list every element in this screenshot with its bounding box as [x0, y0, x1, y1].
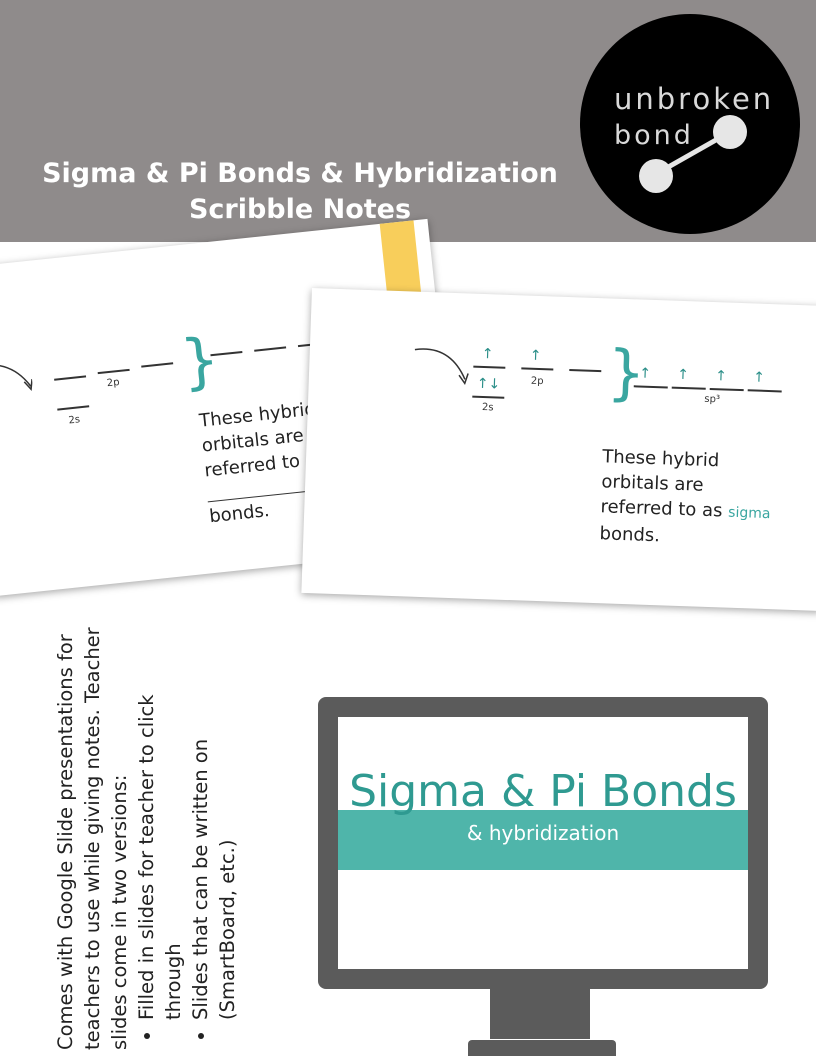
logo-word-2: bond	[614, 120, 694, 151]
electron-pair-icon: ↑↓	[476, 375, 501, 393]
orbital-line	[97, 368, 130, 374]
orbital-line	[473, 365, 506, 369]
header-banner: Sigma & Pi Bonds & Hybridization Scribbl…	[0, 0, 816, 242]
feature-item: Slides that can be written on (SmartBoar…	[187, 620, 241, 1020]
title-line-2: Scribble Notes	[188, 194, 412, 225]
curved-arrow-icon	[414, 348, 469, 386]
monitor-stand	[490, 989, 590, 1039]
screen-subtitle: & hybridization	[466, 821, 620, 845]
monitor-screen: Sigma & Pi Bonds & hybridization	[338, 717, 748, 969]
slide-text-fragment: referred to as	[600, 496, 723, 522]
page-title: Sigma & Pi Bonds & Hybridization Scribbl…	[40, 156, 560, 228]
orbital-line	[747, 389, 782, 392]
orbital-line	[141, 362, 174, 368]
monitor-illustration: Sigma & Pi Bonds & hybridization	[318, 697, 768, 989]
screen-title: Sigma & Pi Bonds	[349, 766, 737, 817]
product-description: Comes with Google Slide presentations fo…	[52, 620, 241, 1050]
feature-item: Filled in slides for teacher to click th…	[133, 620, 187, 1020]
orbital-label-2p: 2p	[106, 376, 121, 390]
description-intro: Comes with Google Slide presentations fo…	[54, 627, 131, 1050]
orbital-label-2p: 2p	[530, 375, 544, 388]
slide-preview-blank: 2p 2s } These hybrid orbitals are referr…	[0, 218, 462, 597]
brace-icon: }	[177, 324, 223, 399]
brand-logo: unbroken bond	[580, 14, 800, 234]
electron-up-icon: ↑	[481, 345, 494, 363]
orbital-line	[709, 387, 744, 391]
orbital-line	[472, 395, 505, 399]
electron-up-icon: ↑	[714, 368, 728, 385]
curved-arrow-icon	[0, 364, 33, 391]
electron-up-icon: ↑	[752, 369, 766, 386]
electron-up-icon: ↑	[638, 365, 652, 382]
feature-list: Filled in slides for teacher to click th…	[133, 620, 241, 1050]
orbital-line	[254, 346, 287, 352]
orbital-line	[671, 386, 706, 390]
orbital-line	[54, 375, 87, 381]
title-line-1: Sigma & Pi Bonds & Hybridization	[42, 158, 558, 189]
slide-preview-filled: ↑ ↑ 2p ↑↓ 2s } ↑ ↑ ↑ ↑ sp³ These hybrid …	[301, 288, 816, 611]
orbital-label-sp3: sp³	[704, 393, 721, 406]
screen-band	[338, 810, 748, 870]
orbital-label-2s: 2s	[481, 402, 494, 414]
orbital-label-2s: 2s	[68, 414, 81, 427]
orbital-line	[569, 369, 602, 372]
logo-word-1: unbroken	[614, 82, 775, 116]
bond-icon	[639, 115, 747, 193]
electron-up-icon: ↑	[529, 347, 542, 365]
orbital-line	[57, 405, 90, 411]
monitor-base	[468, 1040, 616, 1056]
electron-up-icon: ↑	[676, 366, 690, 384]
slide-text: These hybrid orbitals are referred to as…	[599, 444, 773, 552]
fill-in-word: sigma	[727, 504, 771, 523]
orbital-line	[521, 367, 554, 370]
